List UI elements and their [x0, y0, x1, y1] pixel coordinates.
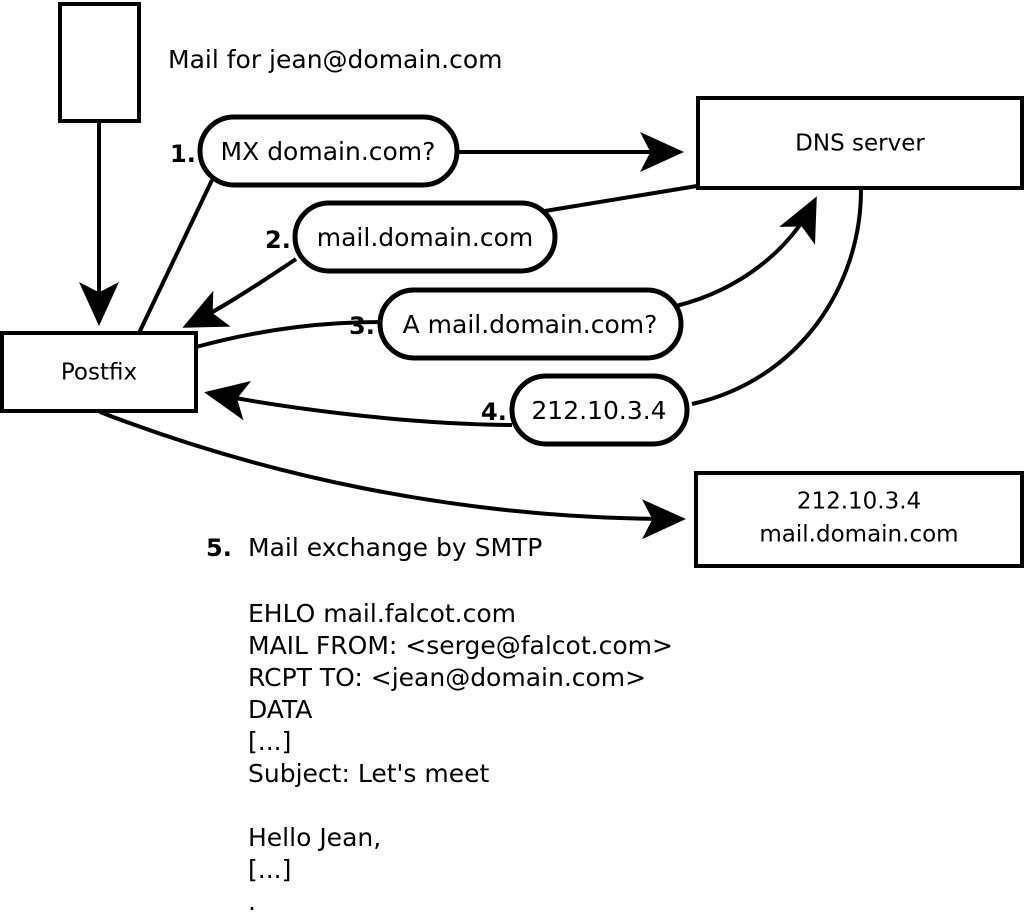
- step-number-2: 2.: [265, 226, 291, 254]
- postfix-box: [0, 331, 198, 413]
- bubble-step-2-label: mail.domain.com: [317, 223, 533, 252]
- transcript-line-mail-from: MAIL FROM: <serge@falcot.com>: [248, 631, 673, 660]
- step-number-5: 5.: [206, 534, 232, 562]
- transcript-line-ellipsis-2: [...]: [248, 855, 291, 884]
- edge-dns-to-bubble4: [691, 189, 863, 406]
- bubble-step-1: [197, 114, 460, 188]
- step-number-1: 1.: [170, 140, 196, 168]
- mail-server-box: [694, 471, 1024, 568]
- transcript-line-ellipsis-1: [...]: [248, 727, 291, 756]
- step-number-4: 4.: [481, 398, 507, 426]
- edge-postfix-to-mailserver: [99, 410, 686, 540]
- edge-bubble2-to-postfix: [182, 257, 298, 328]
- edge-postfix-to-bubble3: [195, 320, 383, 349]
- transcript-line-rcpt-to: RCPT TO: <jean@domain.com>: [248, 663, 646, 692]
- mail-for-annotation: Mail for jean@domain.com: [168, 45, 503, 74]
- mail-server-hostname: mail.domain.com: [759, 522, 958, 548]
- transcript-line-data: DATA: [248, 695, 312, 724]
- bubble-step-1-label: MX domain.com?: [221, 137, 436, 166]
- edge-postfix-to-bubble1: [137, 179, 214, 334]
- step-number-3: 3.: [349, 312, 375, 340]
- transcript-line-subject: Subject: Let's meet: [248, 759, 489, 788]
- bubble-step-3-label: A mail.domain.com?: [403, 310, 658, 339]
- transcript-line-end-of-data: .: [248, 887, 256, 916]
- edge-bubble3-to-dns: [675, 196, 817, 308]
- edge-bubble4-to-postfix: [204, 380, 513, 427]
- edge-dns-to-bubble2: [544, 184, 698, 213]
- bubble-step-4: [509, 373, 690, 447]
- bubble-step-4-label: 212.10.3.4: [531, 396, 666, 425]
- mail-server-ip: 212.10.3.4: [797, 489, 921, 515]
- dns-server-label: DNS server: [795, 131, 925, 157]
- step-5-label: Mail exchange by SMTP: [248, 533, 542, 562]
- client-box: [58, 2, 141, 123]
- bubble-step-2: [292, 200, 558, 274]
- transcript-line-greeting: Hello Jean,: [248, 823, 381, 852]
- dns-server-box: [696, 96, 1024, 190]
- postfix-label: Postfix: [61, 360, 137, 386]
- bubble-step-3: [377, 287, 684, 361]
- transcript-line-ehlo: EHLO mail.falcot.com: [248, 599, 516, 628]
